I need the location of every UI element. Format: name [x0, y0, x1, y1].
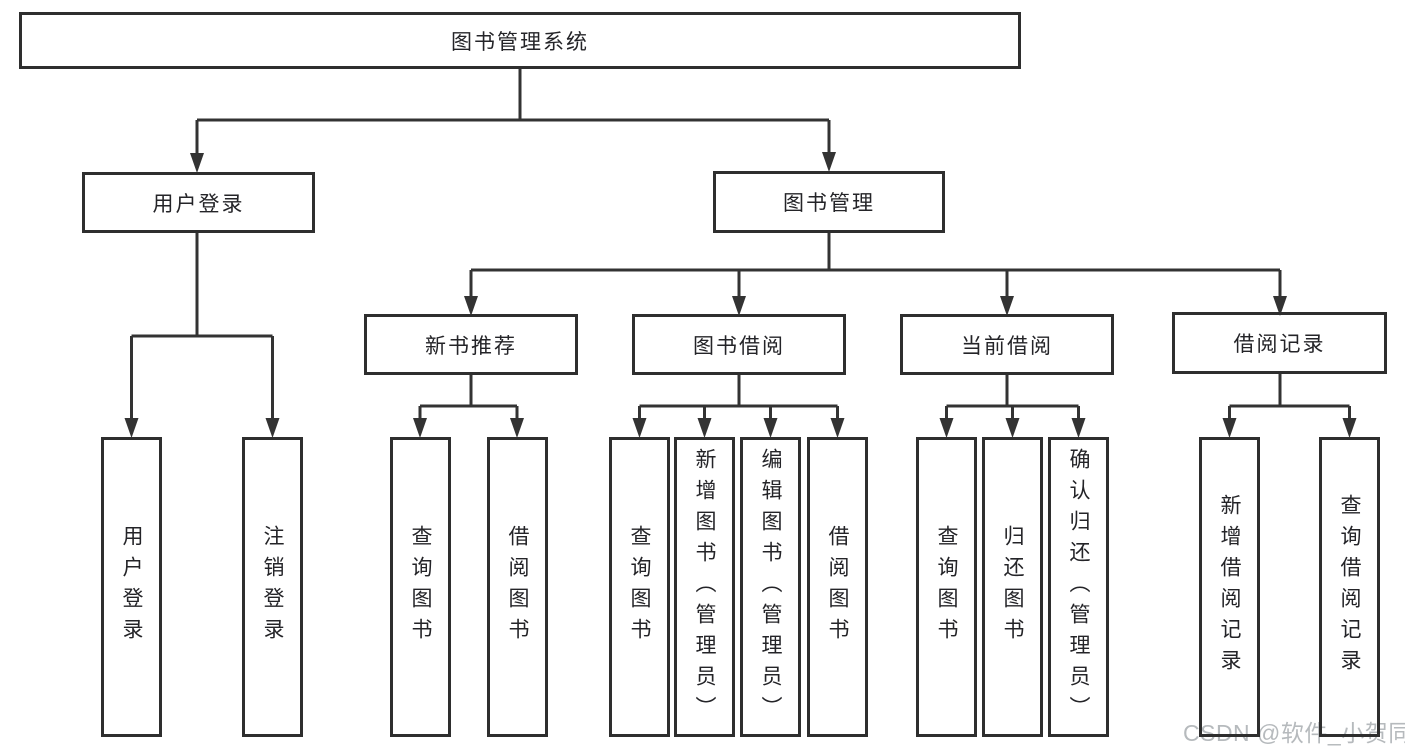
leaf-nb-query-books-label: 查询图书: [409, 525, 432, 649]
watermark: CSDN @软件_小贺同学: [1183, 720, 1405, 746]
leaf-br-query-record-label: 查询借阅记录: [1338, 494, 1361, 680]
node-root: 图书管理系统: [19, 12, 1021, 69]
node-book-borrow: 图书借阅: [632, 314, 846, 375]
connector-current-borrow-to-leaves: [945, 375, 1080, 419]
leaf-user-login-label: 用户登录: [120, 525, 143, 649]
leaf-cb-confirm-return-admin-label: 确认归还（管理员）: [1067, 447, 1090, 727]
leaf-nb-borrow-books: 借阅图书: [487, 437, 548, 737]
connector-borrow-record-to-leaves: [1228, 374, 1351, 419]
leaf-logout-label: 注销登录: [261, 525, 284, 649]
leaf-bb-add-books-admin-label: 新增图书（管理员）: [693, 447, 716, 727]
node-current-borrow-label: 当前借阅: [961, 334, 1053, 358]
node-user-login: 用户登录: [82, 172, 315, 233]
node-book-borrow-label: 图书借阅: [693, 334, 785, 358]
node-book-management-label: 图书管理: [783, 192, 875, 215]
leaf-cb-return-books-label: 归还图书: [1001, 525, 1024, 649]
leaf-cb-confirm-return-admin: 确认归还（管理员）: [1048, 437, 1109, 737]
leaf-cb-query-books-label: 查询图书: [935, 525, 958, 649]
node-new-book-recommend: 新书推荐: [364, 314, 578, 375]
leaf-br-add-record: 新增借阅记录: [1199, 437, 1260, 737]
node-user-login-label: 用户登录: [152, 192, 245, 216]
leaf-user-login: 用户登录: [101, 437, 162, 737]
connector-book-mgmt-to-level3: [469, 233, 1282, 296]
node-current-borrow: 当前借阅: [900, 314, 1114, 375]
leaf-br-query-record: 查询借阅记录: [1319, 437, 1380, 737]
node-root-label: 图书管理系统: [451, 30, 589, 54]
leaf-bb-edit-books-admin: 编辑图书（管理员）: [740, 437, 801, 737]
node-borrow-records: 借阅记录: [1172, 312, 1387, 374]
connector-book-borrow-to-leaves: [638, 375, 839, 419]
leaf-logout: 注销登录: [242, 437, 303, 737]
leaf-bb-borrow-books: 借阅图书: [807, 437, 868, 737]
node-book-management: 图书管理: [713, 171, 945, 233]
leaf-cb-query-books: 查询图书: [916, 437, 977, 737]
leaf-bb-add-books-admin: 新增图书（管理员）: [674, 437, 735, 737]
connector-new-book-to-leaves: [418, 375, 519, 419]
connector-user-login-to-leaves: [130, 233, 274, 419]
node-new-book-recommend-label: 新书推荐: [425, 334, 517, 358]
leaf-bb-query-books-label: 查询图书: [628, 525, 651, 649]
leaf-nb-query-books: 查询图书: [390, 437, 451, 737]
leaf-bb-borrow-books-label: 借阅图书: [826, 525, 849, 649]
arrowheads: [124, 152, 1357, 438]
connector-root-to-level2: [195, 69, 831, 153]
leaf-cb-return-books: 归还图书: [982, 437, 1043, 737]
leaf-bb-edit-books-admin-label: 编辑图书（管理员）: [759, 447, 782, 727]
leaf-br-add-record-label: 新增借阅记录: [1218, 494, 1241, 680]
leaf-bb-query-books: 查询图书: [609, 437, 670, 737]
leaf-nb-borrow-books-label: 借阅图书: [506, 525, 529, 649]
node-borrow-records-label: 借阅记录: [1233, 333, 1326, 356]
